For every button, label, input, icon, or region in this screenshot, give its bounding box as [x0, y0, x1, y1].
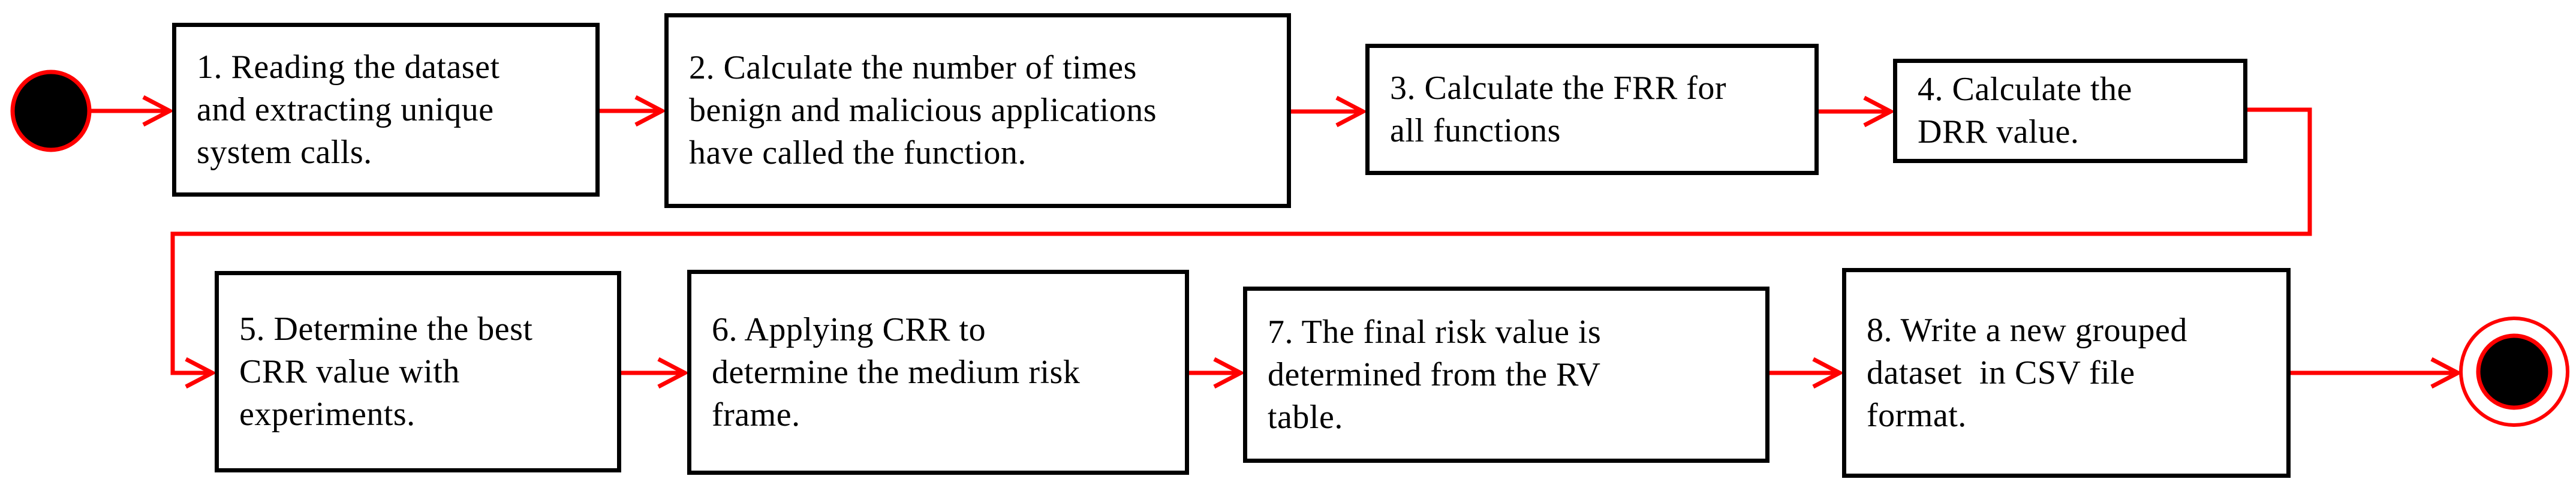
step-5-line-3: experiments.	[239, 395, 416, 433]
start-node	[10, 70, 92, 152]
step-box-3: 3. Calculate the FRR for all functions	[1365, 44, 1819, 175]
step-6-line-2: determine the medium risk	[712, 353, 1081, 391]
end-node-inner-disc	[2476, 333, 2553, 410]
arrow-step8-to-end	[2291, 357, 2463, 389]
step-box-6: 6. Applying CRR to determine the medium …	[687, 270, 1189, 475]
step-4-line-1: 4. Calculate the	[1918, 71, 2132, 108]
step-7-line-3: table.	[1268, 398, 1343, 436]
step-4-line-2: DRR value.	[1918, 113, 2080, 150]
step-5-line-1: 5. Determine the best	[239, 310, 533, 348]
connector-step4-to-step5	[170, 107, 2312, 389]
step-1-line-2: and extracting unique	[197, 91, 494, 128]
step-box-2: 2. Calculate the number of times benign …	[664, 13, 1291, 208]
arrow-step7-to-step8	[1770, 357, 1844, 389]
step-2-line-1: 2. Calculate the number of times	[689, 49, 1137, 86]
step-8-line-3: format.	[1867, 396, 1967, 434]
step-8-line-1: 8. Write a new grouped	[1867, 311, 2187, 349]
step-3-line-2: all functions	[1390, 112, 1561, 149]
arrow-step6-to-step7	[1189, 357, 1245, 389]
step-3-line-1: 3. Calculate the FRR for	[1390, 69, 1727, 107]
step-6-line-3: frame.	[712, 396, 801, 433]
step-box-1: 1. Reading the dataset and extracting un…	[172, 23, 600, 197]
step-box-7: 7. The final risk value is determined fr…	[1243, 287, 1770, 463]
step-6-line-1: 6. Applying CRR to	[712, 311, 986, 348]
step-box-4: 4. Calculate the DRR value.	[1893, 59, 2247, 163]
step-1-line-3: system calls.	[197, 133, 372, 171]
step-1-line-1: 1. Reading the dataset	[197, 48, 500, 86]
arrow-step5-to-step6	[621, 357, 690, 389]
arrow-step3-to-step4	[1819, 95, 1895, 128]
step-box-8: 8. Write a new grouped dataset in CSV fi…	[1842, 268, 2291, 478]
step-8-line-2: dataset in CSV file	[1867, 354, 2135, 391]
step-2-line-2: benign and malicious applications	[689, 92, 1157, 129]
arrow-step1-to-step2	[600, 95, 667, 127]
step-box-5: 5. Determine the best CRR value with exp…	[215, 271, 621, 472]
arrow-start-to-step1	[91, 95, 174, 127]
step-2-line-3: have called the function.	[689, 134, 1027, 171]
end-node-outer-ring	[2459, 317, 2569, 427]
step-5-line-2: CRR value with	[239, 353, 460, 390]
step-7-line-1: 7. The final risk value is	[1268, 313, 1602, 351]
arrow-step2-to-step3	[1291, 95, 1368, 128]
step-7-line-2: determined from the RV	[1268, 356, 1601, 393]
